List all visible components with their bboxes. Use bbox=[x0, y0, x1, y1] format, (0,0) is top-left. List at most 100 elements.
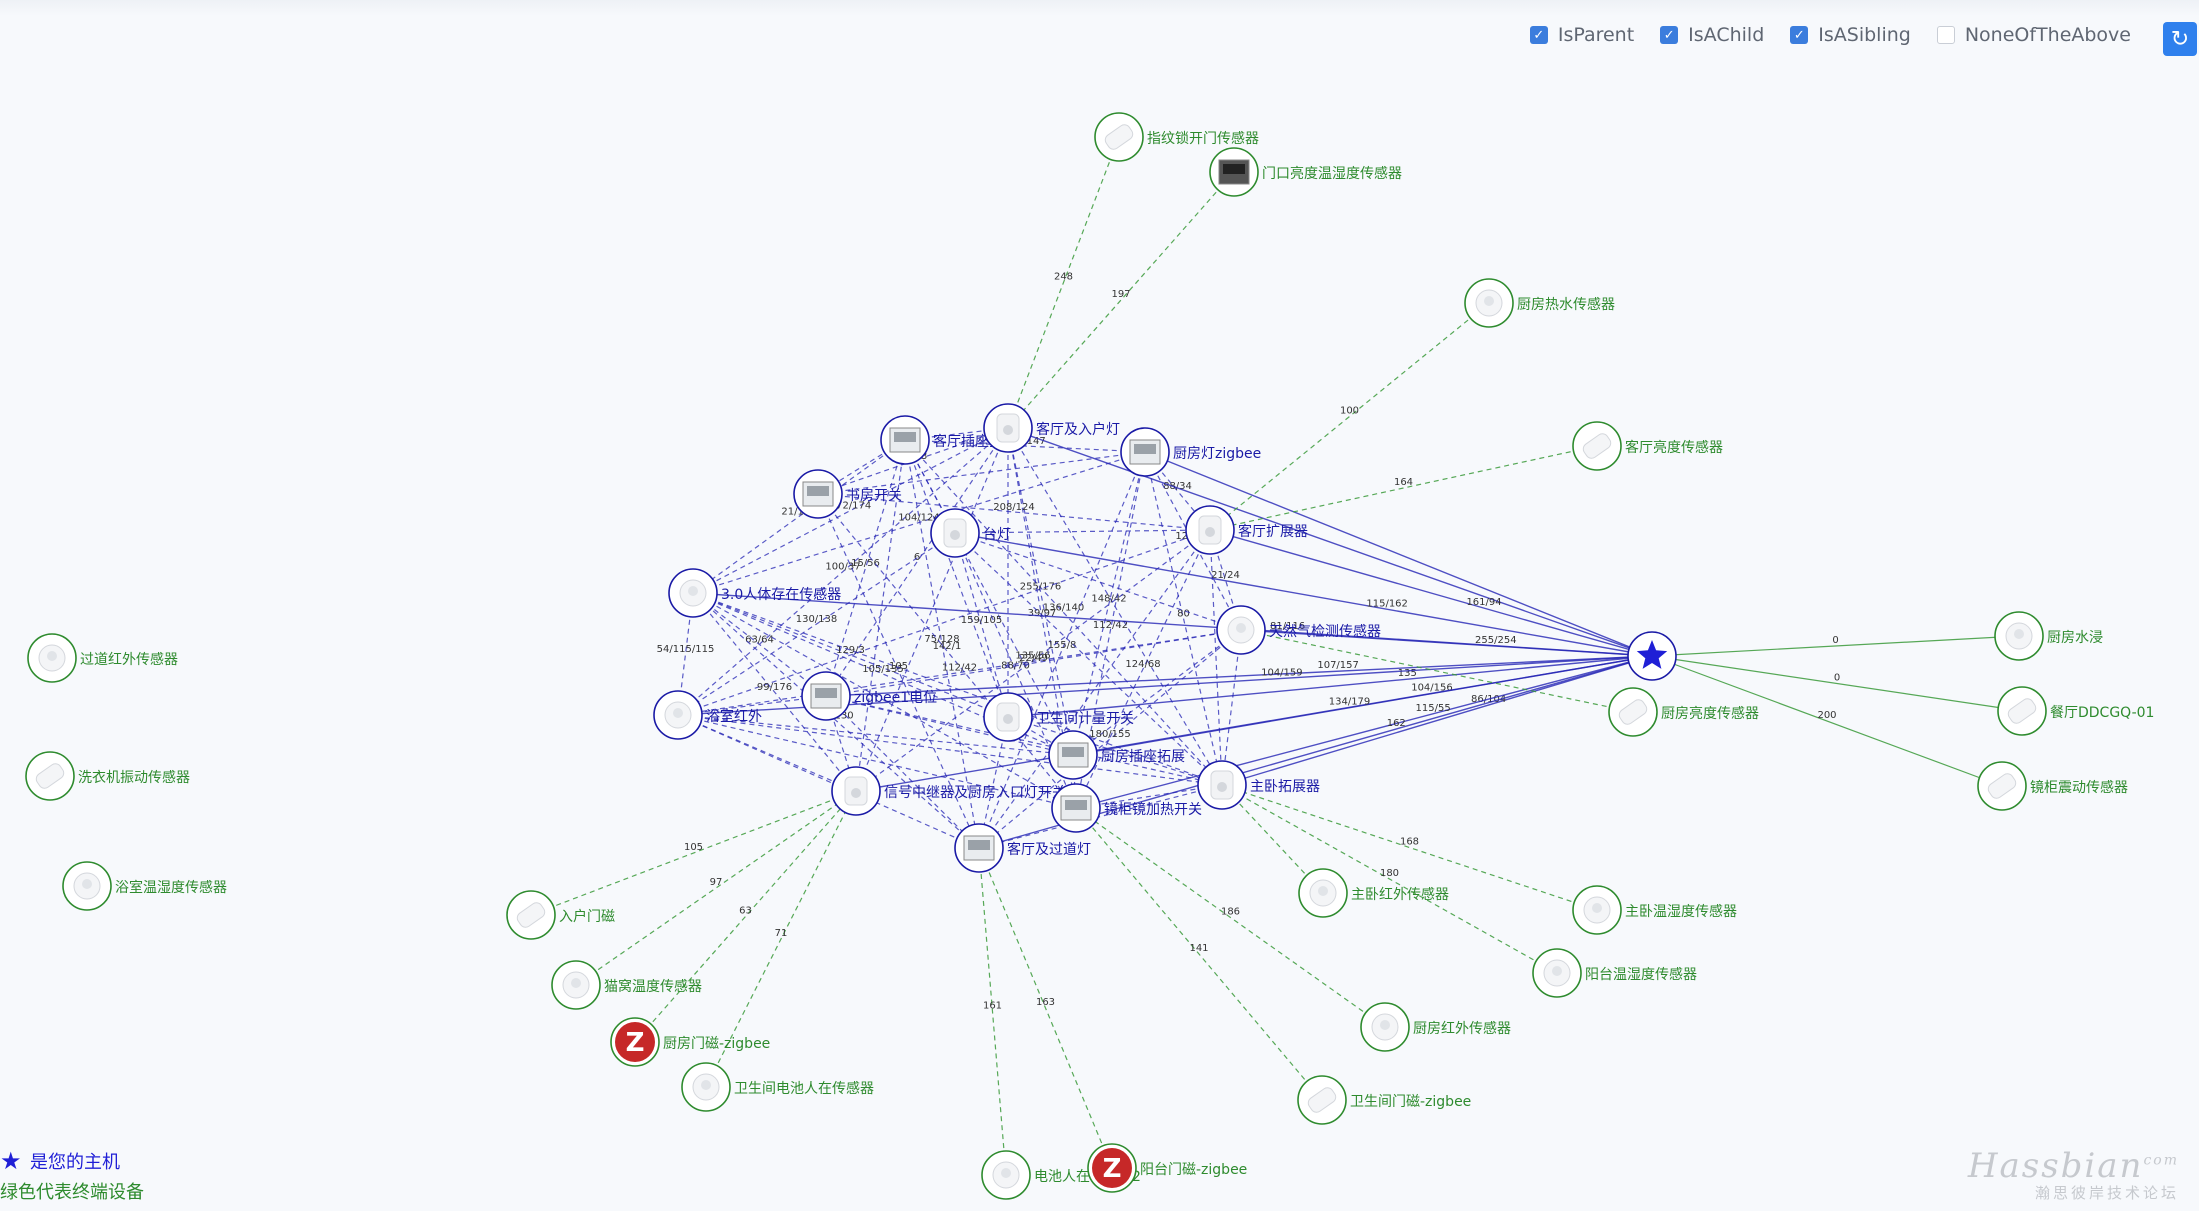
end-device-node[interactable]: 主卧温湿度传感器 bbox=[1572, 885, 1737, 935]
mesh-link bbox=[692, 592, 857, 792]
router-node[interactable]: 厨房插座拓展 bbox=[1048, 730, 1185, 780]
filter-checkbox[interactable]: ✓ bbox=[1790, 26, 1809, 44]
panel-screen bbox=[1134, 444, 1156, 454]
star-icon: ★ bbox=[0, 1147, 22, 1175]
sensor-round-lens bbox=[82, 879, 92, 889]
hub-link bbox=[825, 655, 1653, 697]
end-device-node[interactable]: 入户门磁 bbox=[506, 890, 615, 940]
panel-screen bbox=[1223, 164, 1245, 174]
end-device-node[interactable]: 浴室温湿度传感器 bbox=[62, 861, 227, 911]
end-device-node[interactable]: 客厅亮度传感器 bbox=[1572, 421, 1723, 471]
end-device-link bbox=[1240, 629, 1634, 713]
node-label: 阳台温湿度传感器 bbox=[1585, 966, 1697, 983]
end-device-node[interactable]: 过道红外传感器 bbox=[27, 633, 178, 683]
vibration-sensor-icon bbox=[1987, 773, 2017, 799]
end-device-node[interactable]: 厨房亮度传感器 bbox=[1608, 687, 1759, 737]
router-node[interactable]: 厨房灯zigbee bbox=[1120, 427, 1261, 477]
sensor-bar-shape bbox=[35, 763, 65, 789]
filter-checkbox[interactable] bbox=[1936, 26, 1955, 44]
router-node[interactable]: 客厅及过道灯 bbox=[954, 823, 1091, 873]
end-device-link bbox=[575, 790, 857, 986]
mesh-link bbox=[677, 714, 1074, 756]
filter-isachild[interactable]: ✓ IsAChild bbox=[1660, 24, 1764, 46]
end-device-node[interactable]: 猫窝温度传感器 bbox=[551, 960, 702, 1010]
end-device-node[interactable]: 主卧红外传感器 bbox=[1298, 868, 1449, 918]
end-device-link-lqi: 141 bbox=[1189, 943, 1208, 954]
mesh-link-lqi: 130/138 bbox=[796, 614, 838, 625]
sensor-bar-shape bbox=[1987, 773, 2017, 799]
hub-link bbox=[1144, 451, 1653, 657]
plug-icon bbox=[844, 776, 868, 806]
mesh-link bbox=[855, 529, 1211, 792]
filter-isasibling[interactable]: ✓IsASibling bbox=[1790, 24, 1911, 46]
end-device-link bbox=[530, 790, 857, 916]
end-device-link bbox=[1007, 136, 1120, 429]
router-node[interactable]: zigbee1电位 bbox=[801, 671, 937, 721]
mesh-link-lqi: 136/140 bbox=[1043, 603, 1085, 614]
router-node[interactable]: 3.0人体存在传感器 bbox=[668, 568, 841, 618]
mesh-link-lqi: 22/49 bbox=[1019, 653, 1048, 664]
filter-isparent[interactable]: ✓IsParent bbox=[1529, 24, 1634, 46]
filter-label: IsAChild bbox=[1688, 24, 1765, 46]
end-device-node[interactable]: 厨房水浸 bbox=[1994, 611, 2103, 661]
vibration-sensor-icon bbox=[35, 763, 65, 789]
router-node[interactable]: 镜柜镜加热开关 bbox=[1051, 783, 1202, 833]
node-label: 猫窝温度传感器 bbox=[604, 978, 702, 995]
router-node[interactable]: 卫生间计量开关 bbox=[983, 692, 1134, 742]
refresh-button[interactable]: ↻ bbox=[2163, 22, 2197, 56]
end-device-link-lqi: 168 bbox=[1400, 837, 1419, 848]
zigbee-logo-icon: Z bbox=[615, 1022, 655, 1062]
mesh-link bbox=[825, 629, 1242, 697]
mesh-link-lqi: 129/3 bbox=[836, 645, 865, 656]
mesh-link bbox=[1221, 629, 1242, 786]
filter-checkbox[interactable]: ✓ bbox=[1660, 26, 1679, 44]
router-node[interactable]: 浴室红外 bbox=[653, 690, 762, 740]
router-node[interactable]: 客厅扩展器 bbox=[1185, 505, 1308, 555]
node-label: 入户门磁 bbox=[559, 908, 615, 925]
end-device-node[interactable]: 阳台温湿度传感器 bbox=[1532, 948, 1697, 998]
filter-noneoftheabove[interactable]: NoneOfTheAbove bbox=[1936, 24, 2131, 46]
mesh-link-lqi: 142/1 bbox=[933, 641, 962, 652]
end-device-node[interactable]: 指纹锁开门传感器 bbox=[1094, 112, 1259, 162]
plug-dot bbox=[1217, 782, 1227, 792]
node-label: 卫生间电池人在传感器 bbox=[734, 1080, 874, 1097]
end-device-node[interactable]: 镜柜震动传感器 bbox=[1977, 761, 2128, 811]
panel-screen bbox=[968, 840, 990, 850]
node-label: 镜柜震动传感器 bbox=[2030, 779, 2128, 796]
temp-sensor-icon bbox=[1583, 896, 1611, 924]
router-node[interactable]: 主卧拓展器 bbox=[1197, 760, 1320, 810]
end-device-node[interactable]: 厨房红外传感器 bbox=[1360, 1002, 1511, 1052]
router-node[interactable]: 天然气检测传感器 bbox=[1216, 605, 1381, 655]
hub-link bbox=[954, 532, 1653, 657]
zigbee-logo-glyph: Z bbox=[626, 1028, 645, 1058]
end-device-node[interactable]: 卫生间门磁-zigbee bbox=[1297, 1075, 1471, 1125]
door-sensor-icon bbox=[1307, 1087, 1337, 1113]
leak-sensor-icon bbox=[2005, 622, 2033, 650]
door-sensor-icon bbox=[516, 902, 546, 928]
end-device-node[interactable]: 厨房热水传感器 bbox=[1464, 278, 1615, 328]
zigbee-logo-icon: Z bbox=[1092, 1148, 1132, 1188]
end-device-node[interactable]: 卫生间电池人在传感器 bbox=[681, 1062, 874, 1112]
panel-screen bbox=[815, 688, 837, 698]
node-label: 书房开关 bbox=[846, 488, 902, 504]
router-node[interactable]: 书房开关 bbox=[793, 469, 902, 519]
end-device-node[interactable]: 洗衣机振动传感器 bbox=[25, 751, 190, 801]
node-label: 厨房水浸 bbox=[2047, 630, 2103, 646]
hub-link bbox=[855, 655, 1653, 792]
end-device-node[interactable]: 门口亮度温湿度传感器 bbox=[1209, 147, 1402, 197]
router-node[interactable]: 客厅及入户灯 bbox=[983, 403, 1120, 453]
router-node[interactable]: 台灯 bbox=[930, 508, 1011, 558]
end-device-node[interactable]: 餐厅DDCGQ-01 bbox=[1997, 686, 2154, 736]
plug-icon bbox=[996, 702, 1020, 732]
node-label: 主卧拓展器 bbox=[1250, 779, 1320, 795]
mesh-link bbox=[817, 493, 1211, 531]
hub-node[interactable] bbox=[1627, 631, 1677, 681]
mesh-link bbox=[1075, 784, 1223, 809]
filter-checkbox[interactable]: ✓ bbox=[1529, 26, 1548, 44]
end-device-link bbox=[1651, 635, 2020, 657]
mesh-link bbox=[677, 529, 1211, 716]
router-node[interactable]: 信号中继器及厨房入口灯开关 bbox=[831, 766, 1066, 816]
